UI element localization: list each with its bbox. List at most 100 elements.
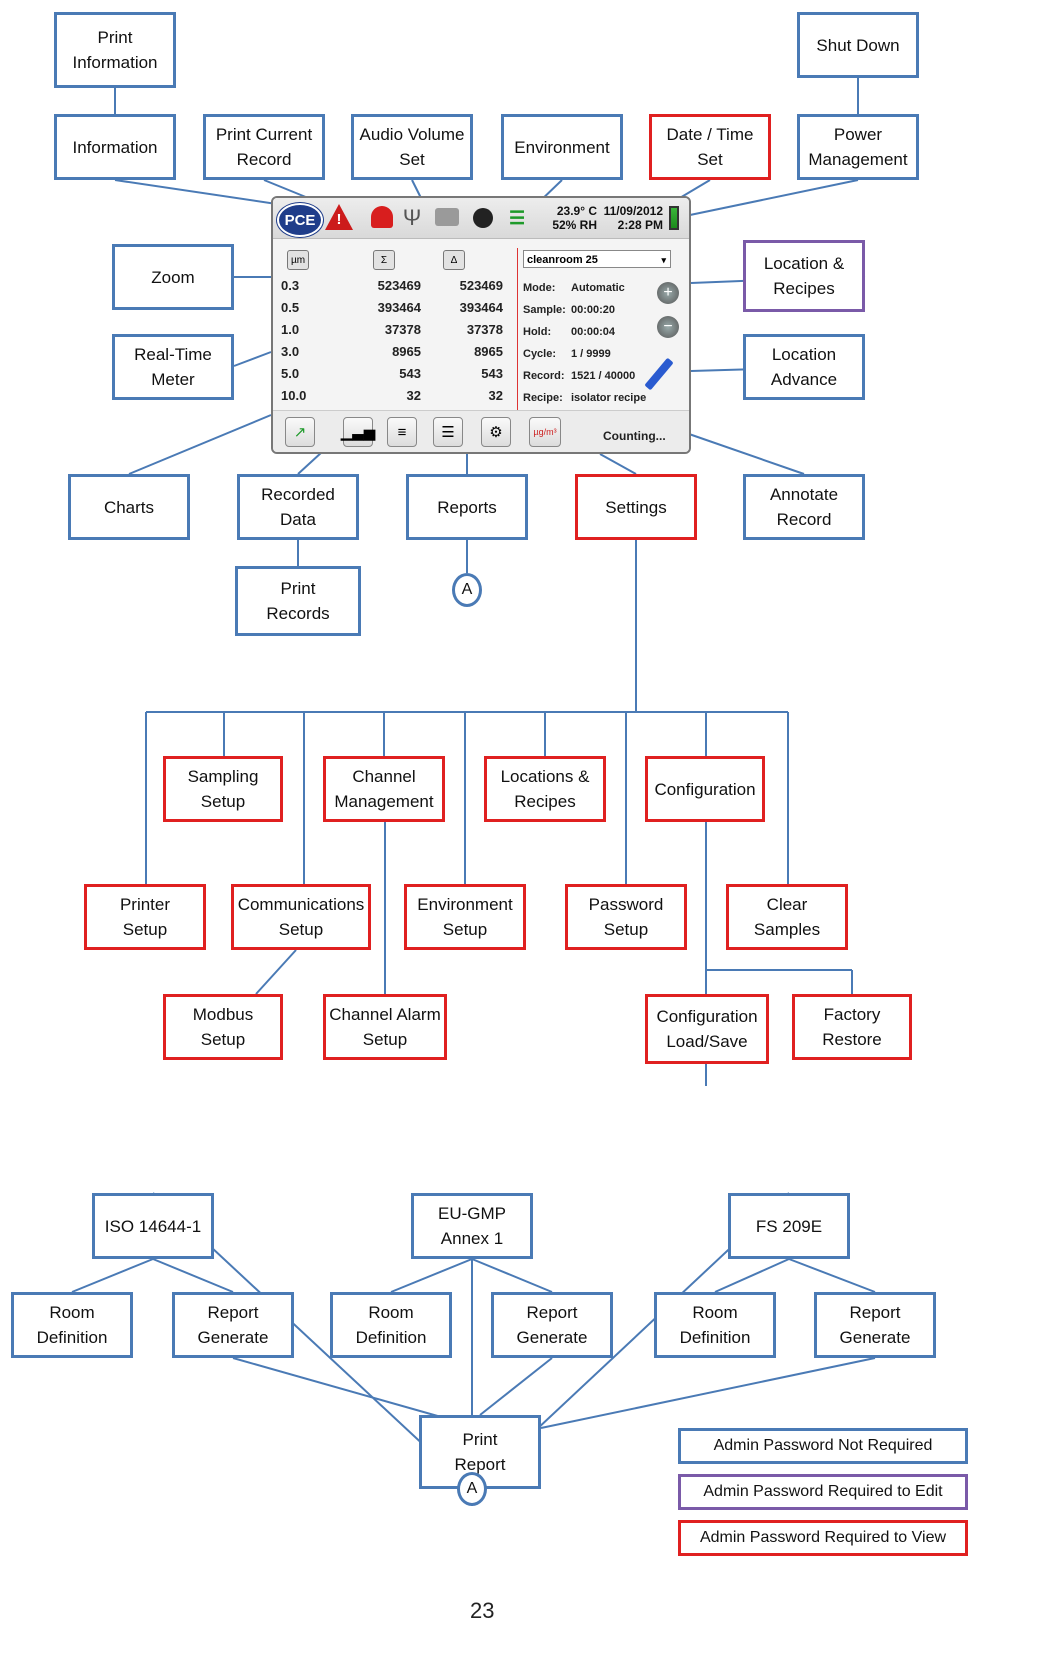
- info-line: Hold:00:00:04: [523, 326, 673, 338]
- connector-line: [788, 1258, 876, 1293]
- info-value: 00:00:20: [571, 304, 616, 316]
- node-configuration-load-save: Configuration Load/Save: [645, 994, 769, 1064]
- table-row: 10.0 32 32: [281, 388, 511, 410]
- node-room-def-1: Room Definition: [11, 1292, 133, 1358]
- table-cell: 8965: [474, 344, 503, 359]
- node-zoom: Zoom: [112, 244, 234, 310]
- legend-required-edit: Admin Password Required to Edit: [678, 1474, 968, 1510]
- connector-line: [255, 949, 297, 995]
- alarm-bell-icon[interactable]: [371, 206, 393, 228]
- connector-line: [390, 1258, 473, 1293]
- column-header-button[interactable]: Σ: [373, 250, 395, 270]
- signal-icon[interactable]: ☰: [508, 207, 526, 228]
- info-line: Recipe: isolator recipe: [523, 392, 673, 404]
- node-channel-management: Channel Management: [323, 756, 445, 822]
- node-print-information: Print Information: [54, 12, 176, 88]
- column-header-button[interactable]: Δ: [443, 250, 465, 270]
- node-configuration: Configuration: [645, 756, 765, 822]
- connector-line: [540, 1357, 876, 1429]
- info-line: Sample: 00:00:20: [523, 304, 673, 316]
- node-information: Information: [54, 114, 176, 180]
- table-cell: 523469: [459, 278, 503, 293]
- counting-status[interactable]: Counting...: [603, 429, 666, 443]
- gear-icon[interactable]: ⚙: [481, 417, 511, 447]
- table-cell: 543: [481, 366, 503, 381]
- table-cell: 543: [399, 366, 421, 381]
- page-number: 23: [470, 1598, 495, 1623]
- connector-line: [233, 351, 272, 367]
- warning-mark: !: [336, 210, 342, 228]
- connector-a-bottom: A: [457, 1472, 487, 1506]
- node-eu-gmp: EU-GMP Annex 1: [411, 1193, 533, 1259]
- node-report-gen-2: Report Generate: [491, 1292, 613, 1358]
- table-cell: 8965: [392, 344, 421, 359]
- column-header-button[interactable]: µm: [287, 250, 309, 270]
- node-settings: Settings: [575, 474, 697, 540]
- date-time-readout[interactable]: 11/09/2012 2:28 PM: [603, 204, 663, 232]
- node-password-setup: Password Setup: [565, 884, 687, 950]
- node-print-report: Print Report: [419, 1415, 541, 1489]
- connector-line: [152, 1258, 234, 1293]
- remove-location-icon[interactable]: −: [657, 316, 679, 338]
- node-locations-recipes: Locations & Recipes: [484, 756, 606, 822]
- info-value: isolator recipe: [571, 392, 647, 404]
- node-iso-14644: ISO 14644-1: [92, 1193, 214, 1259]
- speaker-icon[interactable]: [473, 208, 493, 228]
- node-real-time-meter: Real-Time Meter: [112, 334, 234, 400]
- node-shut-down: Shut Down: [797, 12, 919, 78]
- table-cell: 5.0: [281, 366, 300, 381]
- info-label: Cycle:: [523, 348, 557, 360]
- node-reports: Reports: [406, 474, 528, 540]
- info-label: Mode:: [523, 282, 556, 294]
- table-cell: 32: [406, 388, 421, 403]
- node-audio-volume-set: Audio Volume Set: [351, 114, 473, 180]
- connector-line: [688, 433, 805, 475]
- pce-logo-icon[interactable]: PCE: [277, 203, 323, 237]
- info-value: 1521 / 40000: [571, 370, 636, 382]
- info-label: Hold:: [523, 326, 552, 338]
- usb-icon[interactable]: Ψ: [402, 205, 422, 230]
- info-value: Automatic: [571, 282, 625, 294]
- records-icon[interactable]: ≡: [387, 417, 417, 447]
- info-label: Recipe:: [523, 392, 563, 404]
- connector-line: [479, 1357, 553, 1416]
- battery-icon[interactable]: [669, 206, 679, 230]
- table-cell: 32: [488, 388, 503, 403]
- info-value: 1 / 9999: [571, 348, 611, 360]
- info-label: Record:: [523, 370, 565, 382]
- reports-icon[interactable]: ☰: [433, 417, 463, 447]
- device-status-bar: PCE ! Ψ ☰ 23.9° C 52% RH 11/09/2012 2:28…: [273, 198, 689, 239]
- node-print-records: Print Records: [235, 566, 361, 636]
- connector-line: [714, 1258, 790, 1293]
- table-cell: 37378: [384, 322, 421, 337]
- connector-line: [114, 179, 291, 207]
- connector-line: [71, 1258, 154, 1293]
- node-channel-alarm-setup: Channel Alarm Setup: [323, 994, 447, 1060]
- warning-icon[interactable]: [325, 204, 353, 230]
- charts-icon[interactable]: ↗: [285, 417, 315, 447]
- temperature-text: 23.9° C: [556, 204, 597, 218]
- node-annotate-record: Annotate Record: [743, 474, 865, 540]
- node-sampling-setup: Sampling Setup: [163, 756, 283, 822]
- node-location-advance: Location Advance: [743, 334, 865, 400]
- environment-readout[interactable]: 23.9° C 52% RH: [537, 204, 597, 232]
- node-environment: Environment: [501, 114, 623, 180]
- chevron-down-icon: ▾: [661, 255, 666, 265]
- add-location-icon[interactable]: +: [657, 282, 679, 304]
- node-date-time-set: Date / Time Set: [649, 114, 771, 180]
- date-text: 11/09/2012: [603, 204, 663, 218]
- time-text: 2:28 PM: [617, 218, 663, 232]
- recorded-data-icon[interactable]: ▁▃▅: [341, 417, 375, 447]
- node-environment-setup: Environment Setup: [404, 884, 526, 950]
- connector-a-top: A: [452, 573, 482, 607]
- printer-icon[interactable]: [435, 208, 459, 226]
- info-label: Sample:: [523, 304, 566, 316]
- table-cell: 10.0: [281, 388, 307, 403]
- table-cell: 393464: [459, 300, 503, 315]
- location-select[interactable]: cleanroom 25 ▾: [523, 250, 671, 268]
- units-icon[interactable]: µg/m³: [529, 417, 561, 447]
- table-cell: 37378: [466, 322, 503, 337]
